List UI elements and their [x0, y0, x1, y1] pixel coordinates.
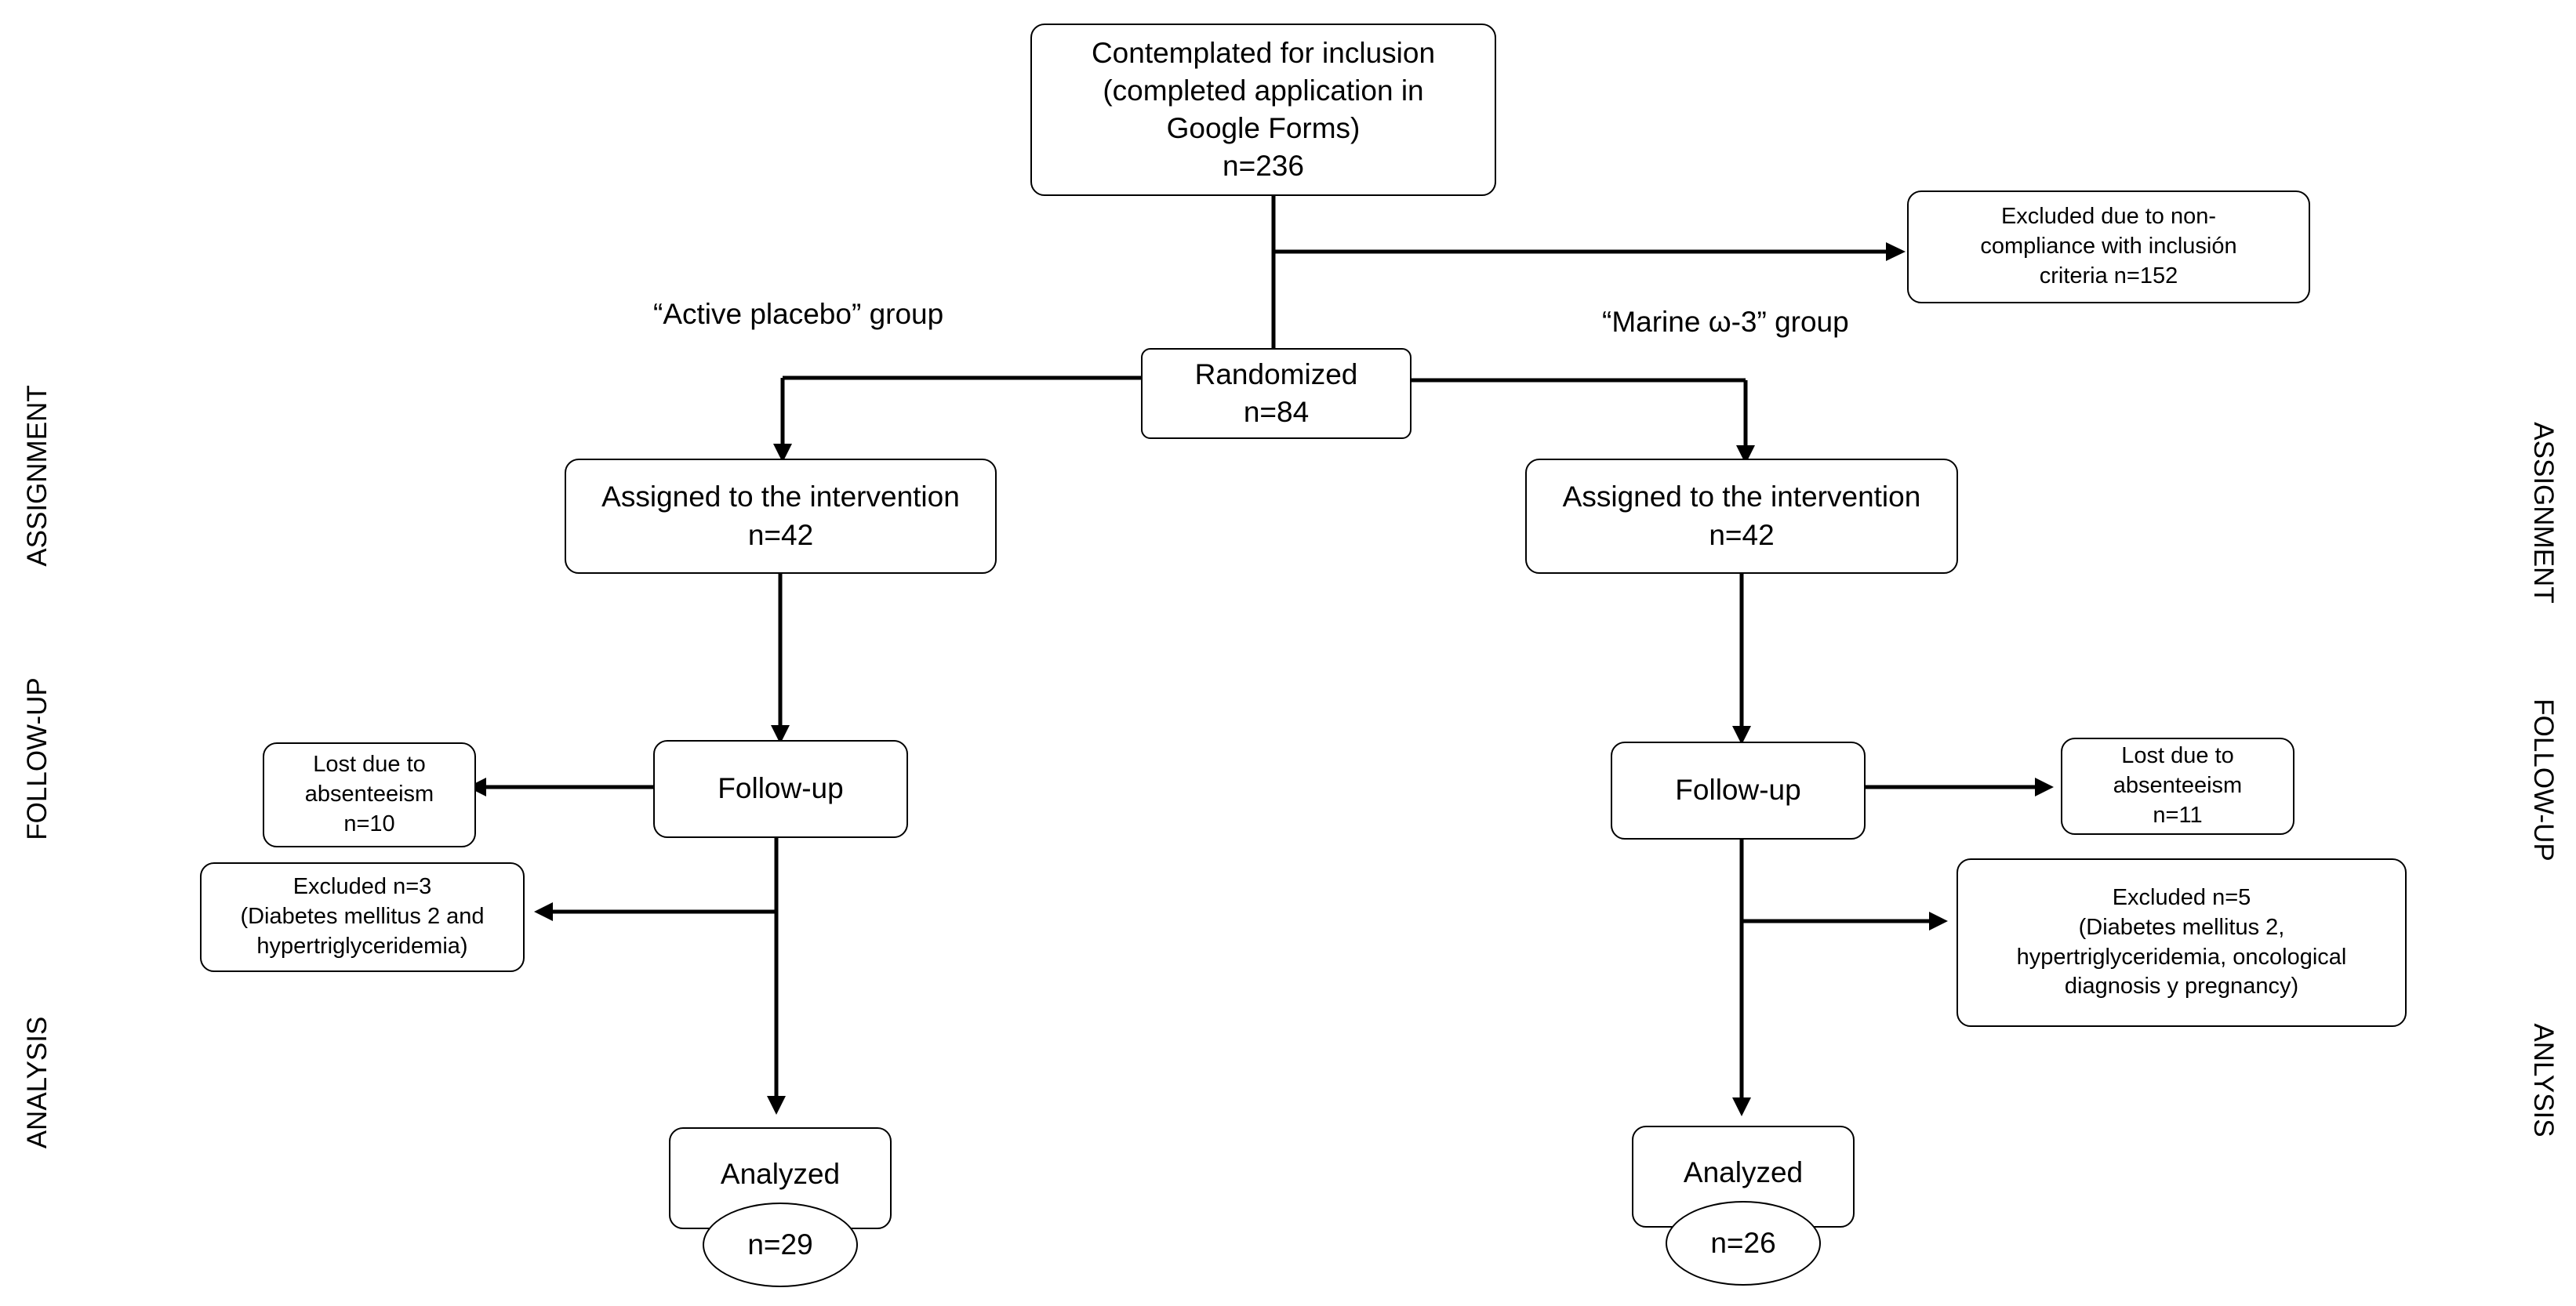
arrowhead-icon — [767, 1096, 786, 1115]
excluded-top-line: criteria n=152 — [2039, 263, 2178, 288]
excluded-top-line: compliance with inclusión — [1980, 234, 2237, 259]
followup-left-label: Follow-up — [718, 772, 844, 805]
stage-label-assignment-right: ASSIGNMENT — [2528, 422, 2559, 604]
inclusion-line: Google Forms) — [1166, 112, 1361, 144]
assigned-left-count: n=42 — [747, 518, 814, 551]
analyzed-right-count-oval: n=26 — [1666, 1201, 1821, 1286]
inclusion-line: (completed application in — [1103, 74, 1424, 107]
stage-label-analysis-right: ANLYSIS — [2528, 1023, 2559, 1137]
excluded-left-line: hypertriglyceridemia) — [256, 933, 468, 959]
excluded-right-line: hypertriglyceridemia, oncological — [2016, 944, 2347, 970]
arrowhead-icon — [773, 444, 792, 463]
excluded-right-line: (Diabetes mellitus 2, — [2078, 914, 2285, 940]
randomized-label: Randomized — [1194, 357, 1358, 390]
arrowhead-icon — [1736, 445, 1755, 464]
arrowhead-icon — [467, 778, 486, 796]
stage-label-followup-left: FOLLOW-UP — [22, 677, 53, 840]
excluded-left-line: (Diabetes mellitus 2 and — [240, 904, 485, 930]
lost-left-line: absenteeism — [304, 782, 434, 807]
lost-right-box: Lost due to absenteeism n=11 — [2061, 738, 2294, 835]
excluded-left-box: Excluded n=3 (Diabetes mellitus 2 and hy… — [200, 862, 525, 972]
excluded-right-box: Excluded n=5 (Diabetes mellitus 2, hyper… — [1957, 858, 2407, 1027]
arrowhead-icon — [771, 725, 790, 744]
lost-right-count: n=11 — [2153, 802, 2203, 828]
assigned-left-label: Assigned to the intervention — [601, 481, 960, 513]
stage-label-assignment-left: ASSIGNMENT — [22, 385, 53, 567]
randomized-box: Randomized n=84 — [1141, 348, 1412, 439]
arrowhead-icon — [534, 902, 553, 921]
analyzed-left-count: n=29 — [747, 1228, 813, 1261]
assigned-right-count: n=42 — [1709, 518, 1775, 551]
arrowhead-icon — [1732, 1097, 1751, 1116]
arrowhead-icon — [1929, 912, 1948, 931]
stage-label-analysis-left: ANALYSIS — [22, 1016, 53, 1149]
assigned-left-box: Assigned to the intervention n=42 — [565, 459, 997, 574]
analyzed-right-count: n=26 — [1710, 1227, 1776, 1259]
assigned-right-box: Assigned to the intervention n=42 — [1525, 459, 1958, 574]
analyzed-left-label: Analyzed — [720, 1158, 841, 1190]
inclusion-count: n=236 — [1223, 150, 1304, 183]
lost-left-box: Lost due to absenteeism n=10 — [263, 742, 476, 847]
excluded-top-box: Excluded due to non- compliance with inc… — [1907, 190, 2310, 303]
inclusion-box: Contemplated for inclusion (completed ap… — [1030, 24, 1496, 196]
lost-left-count: n=10 — [343, 811, 395, 836]
arrowhead-icon — [1732, 726, 1751, 745]
excluded-top-line: Excluded due to non- — [2000, 204, 2217, 230]
arrowhead-icon — [1886, 242, 1906, 261]
analyzed-right-label: Analyzed — [1683, 1156, 1804, 1188]
analyzed-left-count-oval: n=29 — [703, 1203, 858, 1287]
analyzed-right-box: Analyzed — [1632, 1126, 1855, 1228]
lost-left-line: Lost due to — [313, 752, 426, 778]
followup-right-box: Follow-up — [1611, 742, 1866, 840]
stage-label-followup-right: FOLLOW-UP — [2528, 698, 2559, 862]
lost-right-line: Lost due to — [2121, 743, 2234, 769]
excluded-right-line: diagnosis y pregnancy) — [2064, 974, 2299, 999]
group-label-marine-omega3: “Marine ω-3” group — [1602, 306, 1849, 338]
randomized-count: n=84 — [1243, 396, 1310, 428]
excluded-left-line: Excluded n=3 — [292, 874, 432, 900]
assigned-right-label: Assigned to the intervention — [1562, 481, 1921, 513]
group-label-active-placebo: “Active placebo” group — [653, 298, 944, 330]
followup-left-box: Follow-up — [653, 740, 908, 838]
excluded-right-line: Excluded n=5 — [2112, 885, 2251, 911]
followup-right-label: Follow-up — [1675, 774, 1801, 807]
arrowhead-icon — [2035, 778, 2054, 796]
lost-right-line: absenteeism — [2113, 773, 2243, 799]
inclusion-line: Contemplated for inclusion — [1091, 36, 1436, 69]
